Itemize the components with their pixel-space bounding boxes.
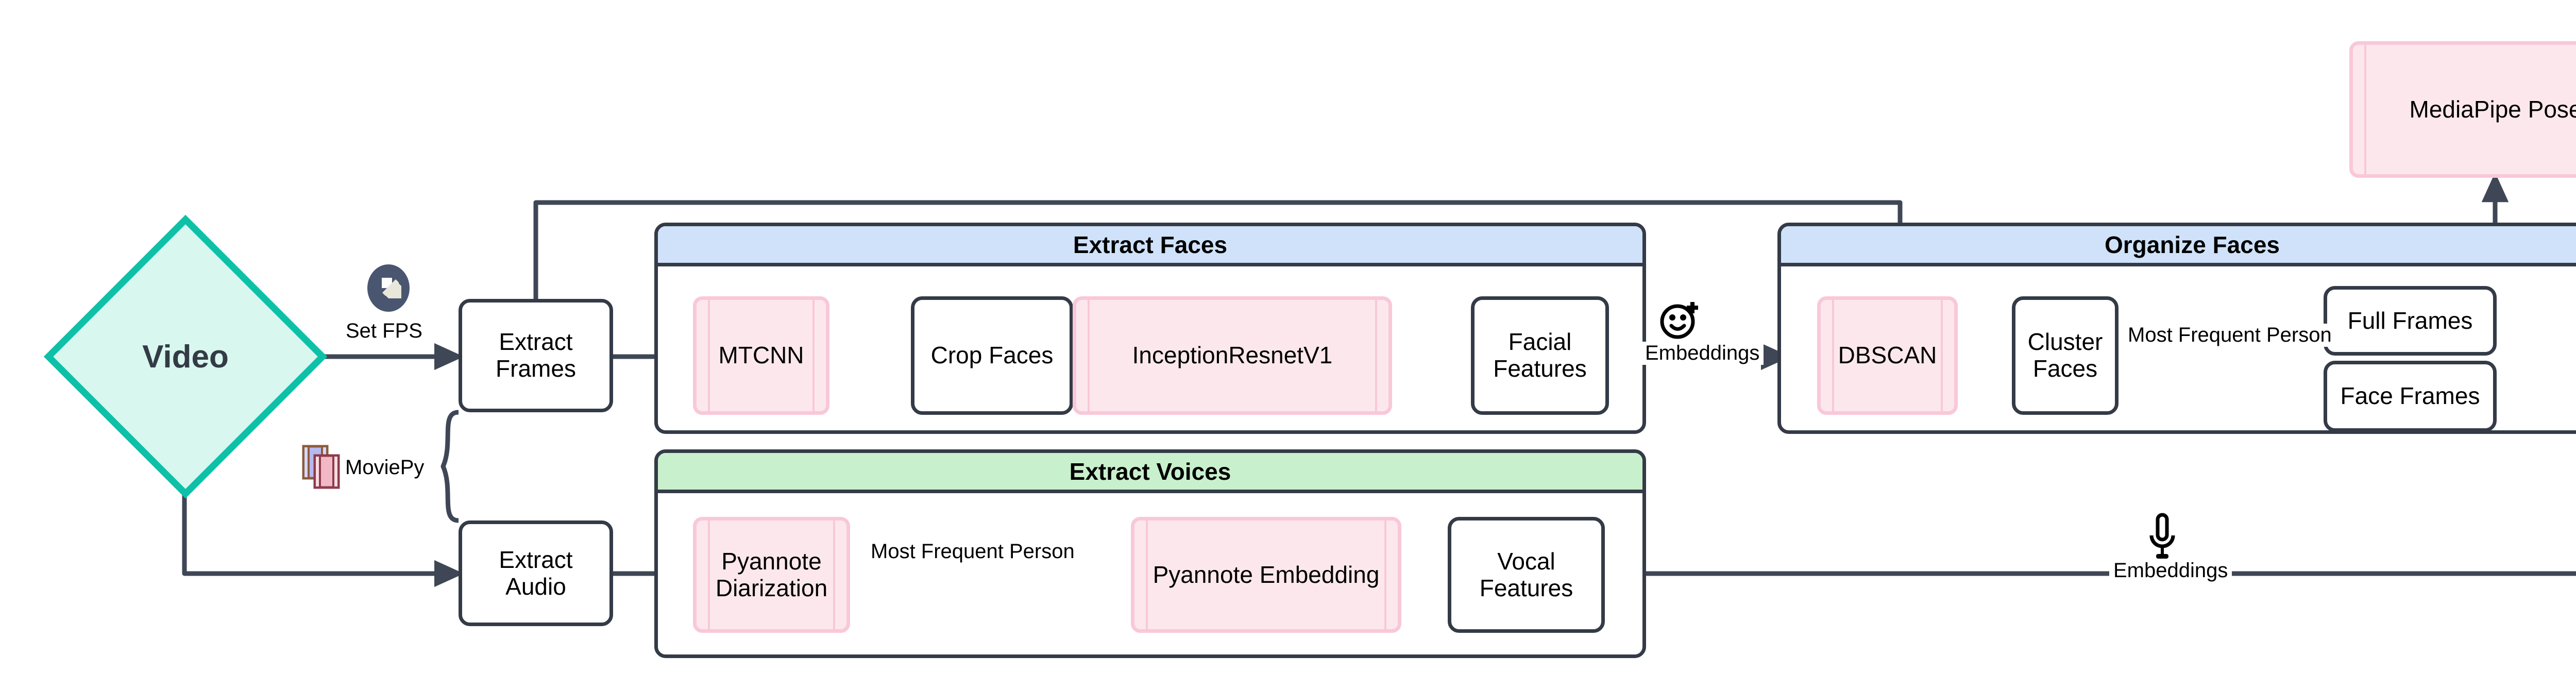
edge-label-embeddings-faces: Embeddings (1641, 342, 1764, 365)
pyannote-diarization-node[interactable]: Pyannote Diarization (693, 517, 850, 633)
vocal-features-node[interactable]: Vocal Features (1448, 517, 1605, 633)
extract-frames-label: Extract Frames (496, 328, 576, 382)
extract-frames-node[interactable]: Extract Frames (459, 299, 613, 412)
edge-label-moviepy: MoviePy (341, 456, 429, 479)
frames-stack-icon (366, 263, 411, 313)
edge-label-embeddings-voices: Embeddings (2109, 559, 2232, 582)
moviepy-film-icon (301, 444, 353, 492)
full-frames-node[interactable]: Full Frames (2324, 286, 2497, 356)
cluster-faces-label: Cluster Faces (2027, 328, 2103, 382)
group-extract-voices-title: Extract Voices (658, 453, 1642, 493)
crop-faces-label: Crop Faces (930, 342, 1054, 369)
inceptionresnetv1-label: InceptionResnetV1 (1132, 342, 1333, 369)
cluster-faces-node[interactable]: Cluster Faces (2012, 296, 2119, 415)
dbscan-node[interactable]: DBSCAN (1817, 296, 1958, 415)
mtcnn-node[interactable]: MTCNN (693, 296, 829, 415)
edge-label-set-fps: Set FPS (342, 320, 427, 343)
group-organize-faces-title: Organize Faces (1781, 226, 2576, 266)
video-label: Video (142, 339, 229, 375)
face-frames-label: Face Frames (2340, 382, 2480, 410)
edge-label-most-frequent-person-voices: Most Frequent Person (867, 540, 1079, 563)
face-plus-icon (1658, 300, 1701, 341)
pyannote-diarization-label: Pyannote Diarization (715, 547, 828, 601)
mediapipe-pose-label: MediaPipe Pose (2409, 95, 2576, 123)
pyannote-embedding-label: Pyannote Embedding (1153, 561, 1380, 588)
mediapipe-pose-node[interactable]: MediaPipe Pose (2349, 41, 2576, 178)
mtcnn-label: MTCNN (718, 342, 804, 369)
facial-features-node[interactable]: Facial Features (1471, 296, 1609, 415)
pyannote-embedding-node[interactable]: Pyannote Embedding (1131, 517, 1401, 633)
extract-audio-node[interactable]: Extract Audio (459, 520, 613, 626)
video-start-node[interactable]: Video (41, 212, 330, 501)
edge-label-most-frequent-person-faces: Most Frequent Person (2124, 324, 2336, 347)
group-extract-faces-title: Extract Faces (658, 226, 1642, 266)
extract-audio-label: Extract Audio (499, 546, 573, 600)
face-frames-node[interactable]: Face Frames (2324, 361, 2497, 432)
vocal-features-label: Vocal Features (1479, 547, 1573, 601)
facial-features-label: Facial Features (1493, 328, 1587, 382)
dbscan-label: DBSCAN (1838, 342, 1937, 369)
full-frames-label: Full Frames (2347, 307, 2473, 334)
crop-faces-node[interactable]: Crop Faces (911, 296, 1073, 415)
inceptionresnetv1-node[interactable]: InceptionResnetV1 (1073, 296, 1392, 415)
microphone-icon (2146, 513, 2178, 562)
